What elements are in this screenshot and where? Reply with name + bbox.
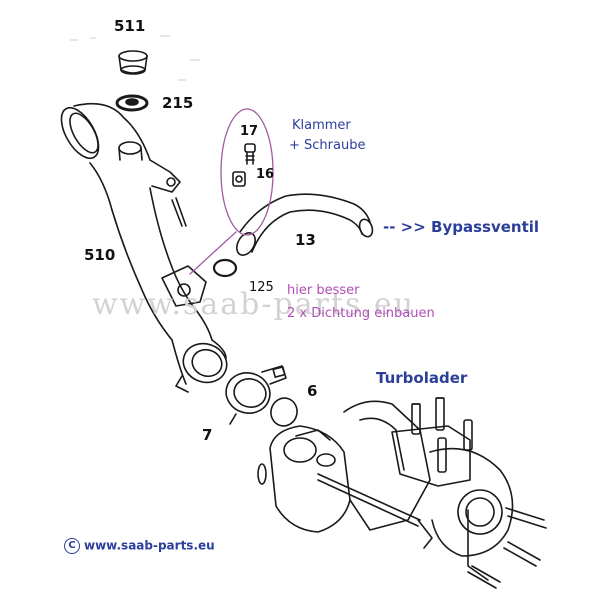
annotation-hint-line2: 2 x Dichtung einbauen <box>287 306 435 321</box>
ring-125-shape <box>212 258 238 278</box>
label-part-6: 6 <box>307 382 318 400</box>
annotation-klammer-line2: + Schraube <box>289 138 366 153</box>
cap-511-shape <box>118 50 148 75</box>
highlight-circle <box>220 108 274 236</box>
highlight-pointer <box>189 231 237 275</box>
label-part-16: 16 <box>256 167 275 182</box>
hose-13-shape <box>236 193 374 256</box>
annotation-hint-line1: hier besser <box>287 283 360 298</box>
annotation-hint: hier besser 2 x Dichtung einbauen <box>287 283 435 322</box>
watermark: www.saab-parts.eu <box>92 287 416 322</box>
label-part-215: 215 <box>162 94 194 112</box>
ring-215-shape <box>115 94 149 112</box>
bolt-17-shape <box>244 143 256 165</box>
copyright-text: www.saab-parts.eu <box>84 538 215 553</box>
o-ring-6-shape <box>270 397 298 427</box>
annotation-klammer-line1: Klammer <box>292 118 351 133</box>
label-turbolader: Turbolader <box>376 369 468 387</box>
copyright-icon: C <box>64 538 80 554</box>
label-part-510: 510 <box>84 246 116 264</box>
clip-16-shape <box>232 171 246 187</box>
turbocharger-shape <box>257 397 547 589</box>
label-part-7: 7 <box>202 426 213 444</box>
label-part-17: 17 <box>240 124 259 139</box>
clamp-7-shape <box>225 365 287 425</box>
scan-noise <box>69 35 201 81</box>
pipe-510-shape <box>60 102 228 393</box>
annotation-bypassventil: -- >> Bypassventil <box>383 218 540 236</box>
label-part-13: 13 <box>295 231 316 249</box>
label-part-125: 125 <box>249 280 274 295</box>
annotation-klammer: Klammer + Schraube <box>289 118 366 153</box>
label-part-511: 511 <box>114 17 146 35</box>
